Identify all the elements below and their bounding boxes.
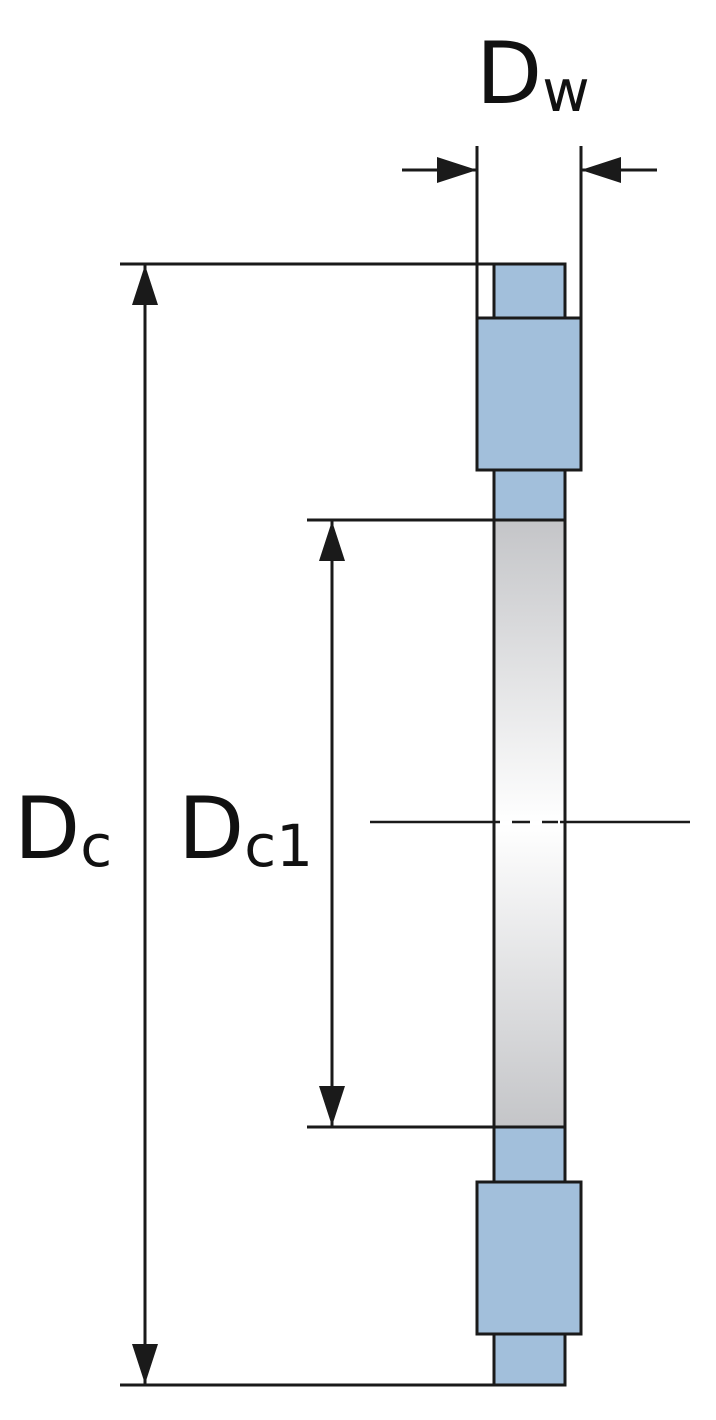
bottom-cage-strip xyxy=(492,1332,567,1387)
top-roller xyxy=(475,316,583,472)
dc-dimension xyxy=(120,262,494,1387)
lower-cage-strip xyxy=(492,1125,567,1184)
dw-label: Dw xyxy=(476,24,590,125)
dw-dimension xyxy=(402,146,657,318)
shaft-section xyxy=(492,518,567,1129)
dc1-dimension xyxy=(307,518,494,1129)
top-cage-strip xyxy=(492,262,567,320)
bearing-section xyxy=(475,262,583,1387)
bottom-roller xyxy=(475,1180,583,1336)
dc-label: Dc xyxy=(14,779,112,880)
upper-cage-strip xyxy=(492,468,567,522)
dc1-label: Dc1 xyxy=(178,779,313,880)
